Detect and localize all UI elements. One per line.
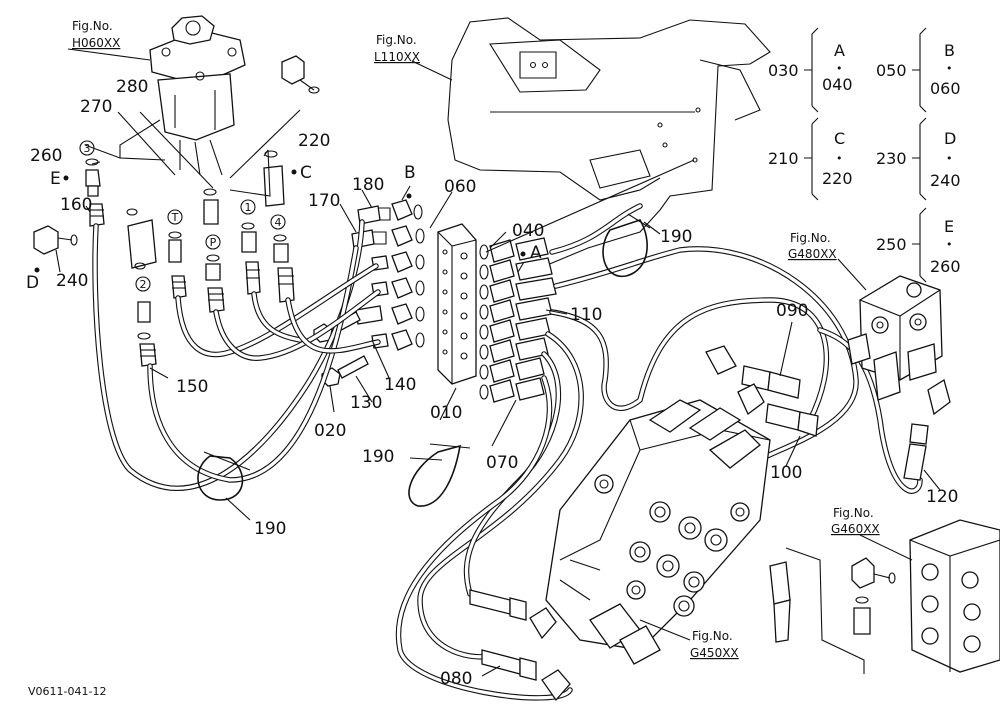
legend-b-right: 060 [930,79,961,98]
legend-d-right: 240 [930,171,961,190]
figure-reference-labels: Fig.No. H060XX Fig.No. L110XX Fig.No. G4… [72,19,880,660]
port-mark-3: 3 [84,142,91,155]
legend-row-a: 030 A • 040 [768,27,853,113]
fig-ref-g450-line1: Fig.No. [692,629,733,643]
port-mark-2: 2 [140,278,147,291]
port-mark-4: 4 [275,216,282,229]
manifold-block [437,223,477,385]
fig-ref-g480-line2: G480XX [788,247,837,261]
leader-brackets [84,109,301,197]
legend-c-left: 210 [768,149,799,168]
fig-ref-g460-line1: Fig.No. [833,506,874,520]
part-label-090: 090 [776,301,808,321]
legend-a-dot: • [836,62,843,75]
legend-row-e: 250 E • 260 [876,207,961,283]
part-label-110: 110 [570,305,602,325]
part-label-260: 260 [30,146,62,166]
legend-block: 030 A • 040 050 B • 060 210 C • 220 230 … [768,27,961,283]
legend-e-left: 250 [876,235,907,254]
legend-row-b: 050 B • 060 [876,27,961,113]
port-mark-t: T [171,211,179,224]
part-label-240: 240 [56,271,88,291]
legend-c-dot: • [836,152,843,165]
part-label-080: 080 [440,669,472,689]
part-label-190-bottom: 190 [254,519,286,539]
fig-ref-g480-line1: Fig.No. [790,231,831,245]
part-label-270: 270 [80,97,112,117]
block-g460 [769,519,1000,674]
connection-label-b: B [404,163,416,183]
fig-ref-g450-line2: G450XX [690,646,739,660]
legend-d-dot: • [946,152,953,165]
pilot-valve-assembly [149,15,246,176]
part-label-010: 010 [430,403,462,423]
part-label-280: 280 [116,77,148,97]
legend-b-letter: B [944,41,955,60]
legend-c-letter: C [834,129,845,148]
legend-a-left: 030 [768,61,799,80]
legend-a-right: 040 [822,75,853,94]
fig-ref-h060-line1: Fig.No. [72,19,113,33]
fig-ref-l110-line1: Fig.No. [376,33,417,47]
part-label-120: 120 [926,487,958,507]
drawing-code-label: V0611-041-12 [28,685,106,698]
auxiliary-valve-g480 [847,275,943,401]
fig-ref-g460-line2: G460XX [831,522,880,536]
part-label-140: 140 [384,375,416,395]
legend-b-dot: • [946,62,953,75]
tractor-frame-outline [447,17,771,269]
connection-letter-labels: A B C D E [26,163,542,293]
hose-bands [197,213,651,507]
fig-ref-l110-line2: L110XX [374,50,420,64]
part-label-190-right: 190 [660,227,692,247]
legend-row-d: 230 D • 240 [876,117,961,201]
legend-e-dot: • [946,238,953,251]
middle-adapter-row [167,150,295,313]
part-label-180: 180 [352,175,384,195]
control-valve-body [545,399,771,665]
hose-lines [92,203,923,701]
part-label-070: 070 [486,453,518,473]
valve-side-fittings [469,345,951,702]
port-mark-labels: 3 2 T P 1 4 [79,140,282,291]
part-label-130: 130 [350,393,382,413]
connection-label-d: D [26,273,39,293]
part-number-labels: 010 020 040 060 070 080 090 100 110 120 … [30,77,958,689]
manifold-right-fittings [479,237,557,403]
port-mark-1: 1 [245,201,252,214]
part-label-040: 040 [512,221,544,241]
fitting-top-right-of-pilot [281,55,320,94]
connection-label-c: C [300,163,312,183]
port-mark-p: P [210,236,217,249]
left-adapter-column [33,158,157,367]
part-label-150: 150 [176,377,208,397]
connection-label-a: A [530,243,542,263]
part-label-160: 160 [60,195,92,215]
part-label-170: 170 [308,191,340,211]
legend-a-letter: A [834,41,845,60]
legend-e-letter: E [944,217,954,236]
part-label-060: 060 [444,177,476,197]
connection-label-e: E [50,169,61,189]
legend-b-left: 050 [876,61,907,80]
legend-row-c: 210 C • 220 [768,117,853,201]
leader-lines [55,48,941,677]
part-label-220: 220 [298,131,330,151]
part-label-100: 100 [770,463,802,483]
legend-c-right: 220 [822,169,853,188]
legend-e-right: 260 [930,257,961,276]
legend-d-left: 230 [876,149,907,168]
fig-ref-h060-line2: H060XX [72,36,120,50]
part-label-020: 020 [314,421,346,441]
part-label-190-middle: 190 [362,447,394,467]
legend-d-letter: D [944,129,956,148]
